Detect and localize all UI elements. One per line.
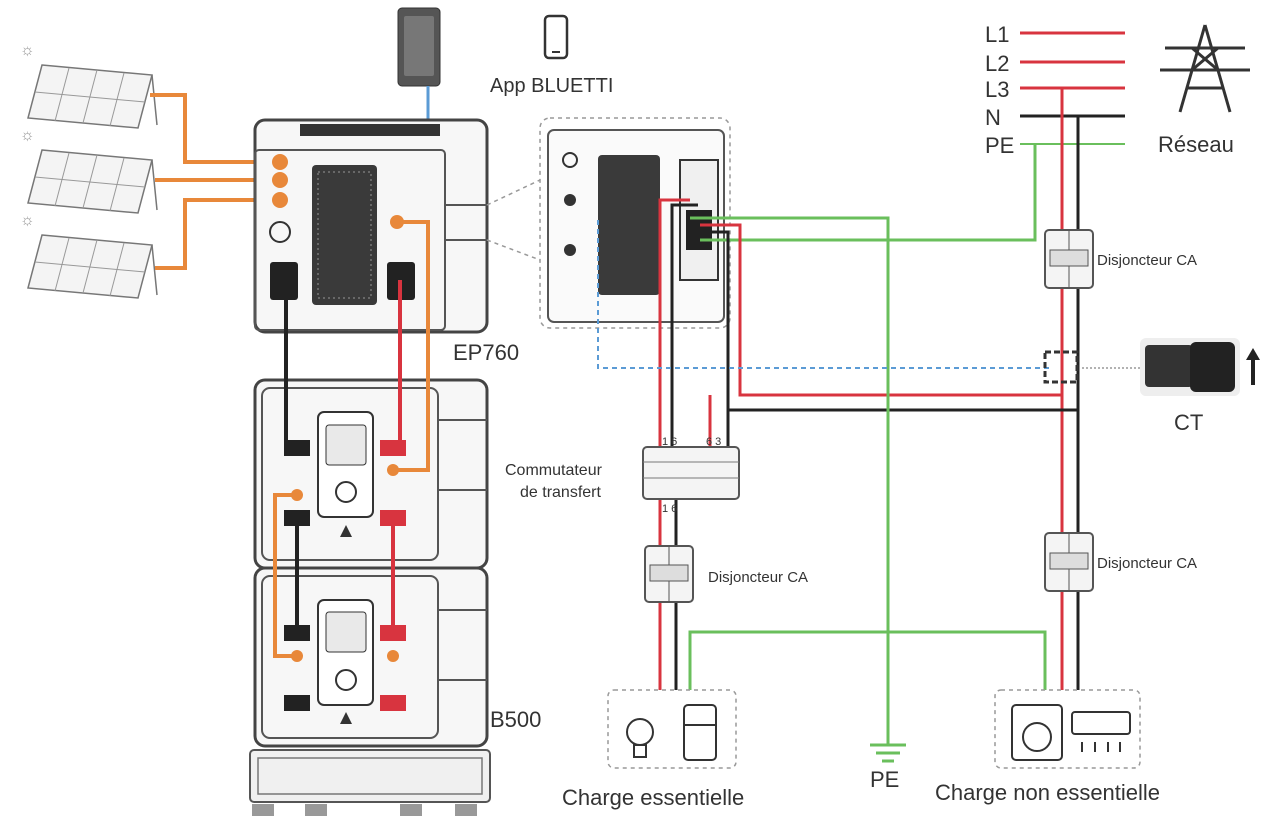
non-essential-load-label: Charge non essentielle xyxy=(935,780,1160,805)
phone-icon xyxy=(543,14,569,60)
washing-machine-icon xyxy=(1011,704,1063,761)
ac-wiring xyxy=(658,88,1080,745)
non-essential-breaker xyxy=(1044,532,1094,592)
b500-battery-lower xyxy=(253,566,489,748)
grid-line-pe-label: PE xyxy=(985,133,1014,158)
grid-line-l3-label: L3 xyxy=(985,77,1009,102)
ct-clamp-icon xyxy=(1140,338,1260,396)
ct-comm-line xyxy=(597,220,1050,369)
arrow-up-icon xyxy=(1246,348,1260,360)
grid-breaker-label: Disjoncteur CA xyxy=(1097,252,1197,269)
fridge-icon xyxy=(683,704,717,761)
non-essential-breaker-label: Disjoncteur CA xyxy=(1097,555,1197,572)
ep760-detail-view xyxy=(547,129,725,323)
b500-battery-upper xyxy=(253,378,489,570)
air-conditioner-icon xyxy=(1071,711,1131,752)
b500-label: B500 xyxy=(490,707,541,732)
essential-breaker-label: Disjoncteur CA xyxy=(708,569,808,586)
grid-line-n-label: N xyxy=(985,105,1001,130)
battery-stand xyxy=(249,749,491,816)
app-label: App BLUETTI xyxy=(490,75,613,97)
pv-cables xyxy=(150,93,270,270)
solar-panel-1: ☼ xyxy=(20,42,158,129)
zoom-callout xyxy=(486,117,731,329)
essential-load-box xyxy=(607,689,737,769)
pv-port-icon xyxy=(272,192,288,208)
battery-link-cables xyxy=(273,220,430,658)
ground-label: PE xyxy=(870,767,899,792)
grid-line-l1-label: L1 xyxy=(985,22,1009,47)
transfer-switch-label-line2: de transfert xyxy=(520,484,601,501)
non-essential-load-box xyxy=(994,689,1141,769)
transfer-switch-label-line1: Commutateur xyxy=(505,462,603,479)
transfer-switch xyxy=(642,446,740,500)
power-pylon-icon xyxy=(1160,24,1250,113)
grid-label: Réseau xyxy=(1158,132,1234,157)
sun-icon: ☼ xyxy=(20,212,35,229)
switch-icon xyxy=(269,221,291,243)
grid-bus xyxy=(1020,31,1125,145)
switch-terminal-top-right: 6 3 xyxy=(706,436,721,448)
essential-breaker xyxy=(644,545,694,603)
light-bulb-icon xyxy=(626,718,654,758)
ct-sensor xyxy=(1043,350,1079,384)
ground-icon xyxy=(870,743,906,763)
solar-panel-array: ☼ ☼ ☼ xyxy=(20,42,158,299)
grid-breaker xyxy=(1044,229,1094,289)
ct-label: CT xyxy=(1174,410,1203,435)
ep760-label: EP760 xyxy=(453,340,519,365)
switch-terminal-bottom: 1 6 xyxy=(662,503,677,515)
switch-terminal-top-left: 1 6 xyxy=(662,436,677,448)
pv-port-icon xyxy=(272,172,288,188)
pv-port-icon xyxy=(272,154,288,170)
ep760-inverter xyxy=(253,118,489,334)
essential-load-label: Charge essentielle xyxy=(562,785,744,810)
grid-line-l2-label: L2 xyxy=(985,51,1009,76)
solar-panel-3: ☼ xyxy=(20,212,158,299)
sun-icon: ☼ xyxy=(20,127,35,144)
solar-panel-2: ☼ xyxy=(20,127,158,214)
sun-icon: ☼ xyxy=(20,42,35,59)
